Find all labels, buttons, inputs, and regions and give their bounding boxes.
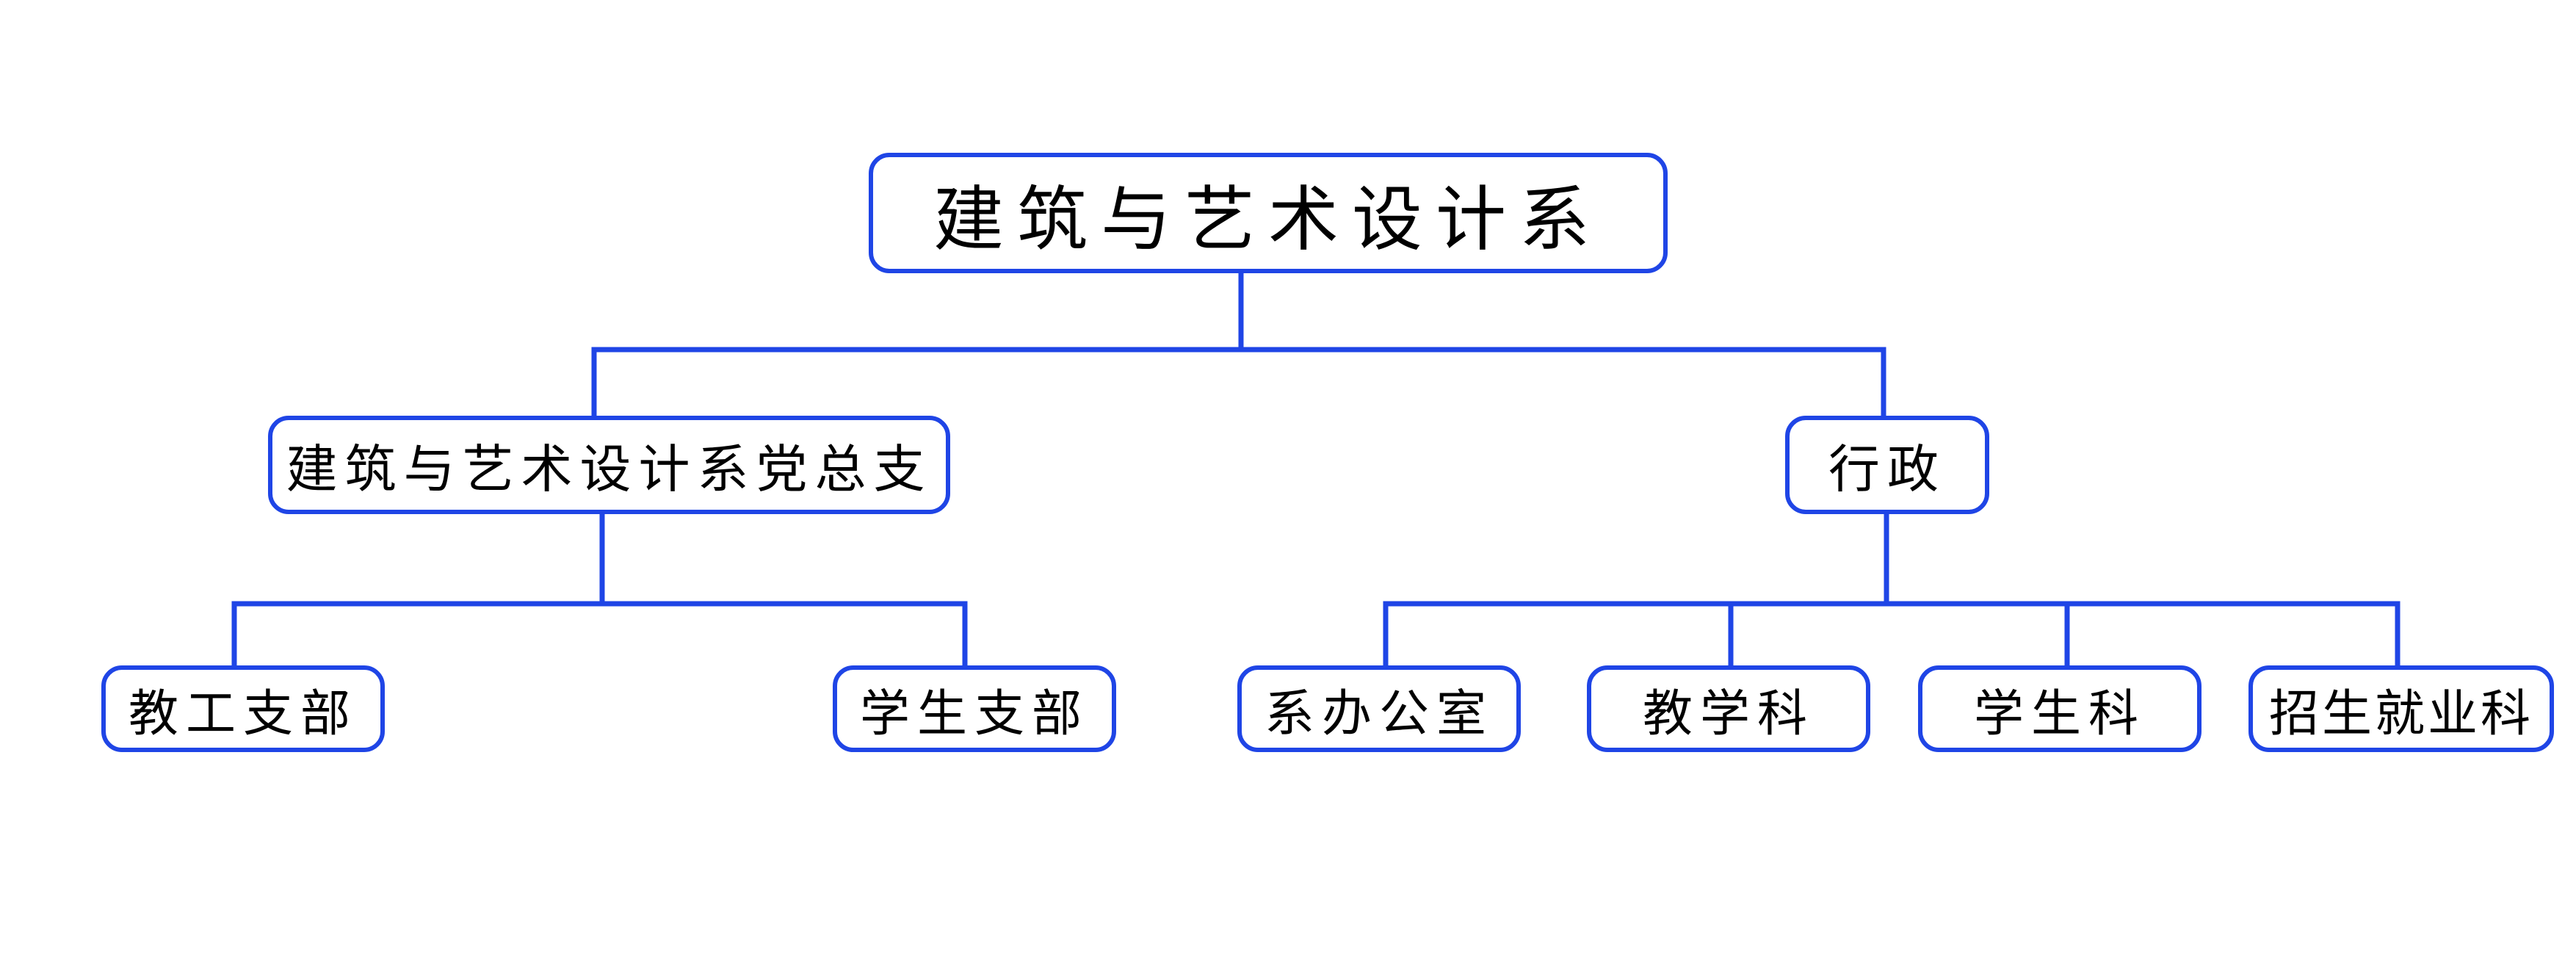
student-branch-label: 学生支部 (859, 685, 1089, 743)
dept-office-node: 系办公室 (1237, 665, 1521, 752)
party-branch-label: 建筑与艺术设计系党总支 (286, 438, 933, 499)
student-branch-node: 学生支部 (833, 665, 1116, 752)
root-node: 建筑与艺术设计系 (869, 153, 1668, 273)
enrollment-section-label: 招生就业科 (2268, 685, 2533, 743)
student-section-label: 学生科 (1973, 685, 2146, 743)
staff-branch-label: 教工支部 (128, 685, 358, 743)
party-branch-node: 建筑与艺术设计系党总支 (268, 416, 950, 514)
student-section-node: 学生科 (1918, 665, 2201, 752)
teaching-section-label: 教学科 (1642, 685, 1815, 743)
dept-office-label: 系办公室 (1264, 685, 1494, 743)
administration-node: 行政 (1785, 416, 1989, 514)
administration-label: 行政 (1828, 438, 1946, 499)
teaching-section-node: 教学科 (1587, 665, 1870, 752)
enrollment-section-node: 招生就业科 (2248, 665, 2554, 752)
staff-branch-node: 教工支部 (101, 665, 385, 752)
root-node-label: 建筑与艺术设计系 (933, 178, 1603, 261)
